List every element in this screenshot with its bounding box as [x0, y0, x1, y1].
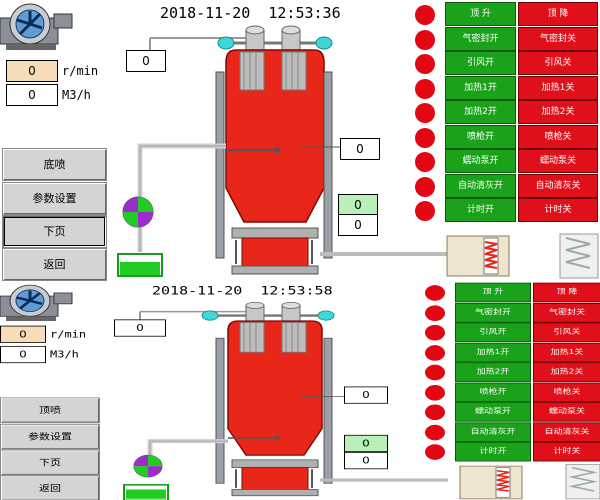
- auto-clean-off-button[interactable]: 自动清灰关: [533, 422, 600, 442]
- hmi-panel-bottom: 2018-11-20 12:53:58 0 r/min 0 M3/h 0 0 0…: [0, 282, 600, 500]
- process-diagram: [0, 3, 599, 279]
- speed-value[interactable]: 0: [6, 60, 58, 82]
- status-lamp: [425, 404, 445, 421]
- auto-clean-off-button[interactable]: 自动清灰关: [518, 174, 598, 198]
- heat1-on-button[interactable]: 加热1开: [455, 342, 531, 363]
- settings-button[interactable]: 参数设置: [2, 182, 107, 215]
- spray-off-button[interactable]: 喷枪关: [518, 125, 598, 149]
- pump-off-button[interactable]: 蠕动泵关: [533, 402, 600, 422]
- settings-button[interactable]: 参数设置: [0, 423, 100, 450]
- green-value: 0: [344, 434, 388, 453]
- heater-coil-icon: [446, 235, 510, 277]
- status-lamp: [415, 79, 435, 99]
- auto-clean-on-button[interactable]: 自动清灰开: [445, 174, 516, 198]
- pipe-value: 0: [126, 50, 166, 72]
- status-lamp: [425, 384, 445, 401]
- datetime-display: 2018-11-20 12:53:58: [152, 283, 333, 298]
- flow-unit: M3/h: [62, 88, 91, 102]
- lift-down-button[interactable]: 顶 降: [518, 2, 598, 26]
- timer-on-button[interactable]: 计时开: [445, 198, 516, 222]
- timer-on-button[interactable]: 计时开: [455, 441, 531, 462]
- speed-unit: r/min: [62, 64, 99, 78]
- bottom-spray-button[interactable]: 底喷: [2, 148, 107, 181]
- mid-value: 0: [340, 138, 380, 160]
- timer-off-button[interactable]: 计时关: [518, 198, 598, 222]
- pump-off-button[interactable]: 蠕动泵关: [518, 149, 598, 173]
- filter-bag-icon: [239, 322, 307, 353]
- status-lamp: [425, 324, 445, 341]
- valve-icon: [122, 196, 154, 228]
- fan-off-button[interactable]: 引风关: [533, 322, 600, 343]
- spray-on-button[interactable]: 喷枪开: [455, 382, 531, 403]
- hmi-panel-top: 2018-11-20 12:53:36 0 r/min 0 M3/h 0 0 0…: [0, 0, 600, 282]
- status-lamp: [415, 103, 435, 123]
- blower-fan-icon: [0, 3, 73, 50]
- spray-on-button[interactable]: 喷枪开: [445, 125, 516, 149]
- mid-value: 0: [344, 386, 388, 404]
- status-lamp: [425, 345, 445, 361]
- flow-value: 0: [6, 84, 58, 106]
- valve-icon: [133, 454, 163, 478]
- flow-value: 0: [0, 345, 46, 364]
- back-button[interactable]: 返回: [2, 248, 107, 281]
- status-lamp: [425, 424, 445, 441]
- seal-off-button[interactable]: 气密封关: [533, 303, 600, 323]
- next-page-button[interactable]: 下页: [2, 215, 107, 248]
- status-lamp: [415, 30, 435, 50]
- status-lamp: [425, 305, 445, 321]
- spray-off-button[interactable]: 喷枪关: [533, 382, 600, 403]
- status-lamp: [425, 444, 445, 460]
- status-lamp: [425, 285, 445, 301]
- speed-unit: r/min: [50, 328, 87, 340]
- datetime-display: 2018-11-20 12:53:36: [160, 4, 341, 22]
- seal-on-button[interactable]: 气密封开: [445, 27, 516, 51]
- heater-coil-icon: [459, 465, 523, 500]
- green-value: 0: [338, 194, 378, 216]
- pipe-value: 0: [114, 319, 166, 337]
- status-lamp: [415, 177, 435, 197]
- timer-off-button[interactable]: 计时关: [533, 441, 600, 462]
- speed-value[interactable]: 0: [0, 325, 46, 343]
- pump-on-button[interactable]: 蠕动泵开: [445, 149, 516, 173]
- pump-on-button[interactable]: 蠕动泵开: [455, 402, 531, 422]
- status-lamp: [415, 5, 435, 25]
- process-scene: 2018-11-20 12:53:36 0 r/min 0 M3/h 0 0 0…: [0, 2, 599, 281]
- back-button[interactable]: 返回: [0, 475, 100, 500]
- top-spray-button[interactable]: 顶喷: [0, 397, 100, 424]
- heat2-on-button[interactable]: 加热2开: [445, 100, 516, 124]
- low-value: 0: [344, 452, 388, 470]
- status-lamp: [415, 54, 435, 74]
- seal-off-button[interactable]: 气密封关: [518, 27, 598, 51]
- heat2-off-button[interactable]: 加热2关: [518, 100, 598, 124]
- status-lamp: [415, 128, 435, 148]
- heat1-on-button[interactable]: 加热1开: [445, 76, 516, 100]
- status-lamp: [415, 201, 435, 221]
- lift-down-button[interactable]: 顶 降: [533, 282, 600, 303]
- fan-on-button[interactable]: 引风开: [455, 322, 531, 343]
- heat2-off-button[interactable]: 加热2关: [533, 362, 600, 382]
- fan-off-button[interactable]: 引风关: [518, 51, 598, 75]
- status-lamp: [425, 364, 445, 381]
- blower-fan-icon: [0, 284, 73, 321]
- status-lamp: [415, 152, 435, 172]
- next-page-button[interactable]: 下页: [0, 449, 100, 476]
- heat2-on-button[interactable]: 加热2开: [455, 362, 531, 382]
- filter-bag-icon: [239, 51, 307, 91]
- low-value: 0: [338, 214, 378, 236]
- process-diagram: [0, 284, 600, 500]
- seal-on-button[interactable]: 气密封开: [455, 303, 531, 323]
- heat1-off-button[interactable]: 加热1关: [518, 76, 598, 100]
- process-scene: 2018-11-20 12:53:58 0 r/min 0 M3/h 0 0 0…: [0, 282, 600, 500]
- lift-up-button[interactable]: 顶 升: [455, 282, 531, 303]
- fan-on-button[interactable]: 引风开: [445, 51, 516, 75]
- auto-clean-on-button[interactable]: 自动清灰开: [455, 422, 531, 442]
- heat1-off-button[interactable]: 加热1关: [533, 342, 600, 363]
- lift-up-button[interactable]: 顶 升: [445, 2, 516, 26]
- flow-unit: M3/h: [50, 349, 79, 360]
